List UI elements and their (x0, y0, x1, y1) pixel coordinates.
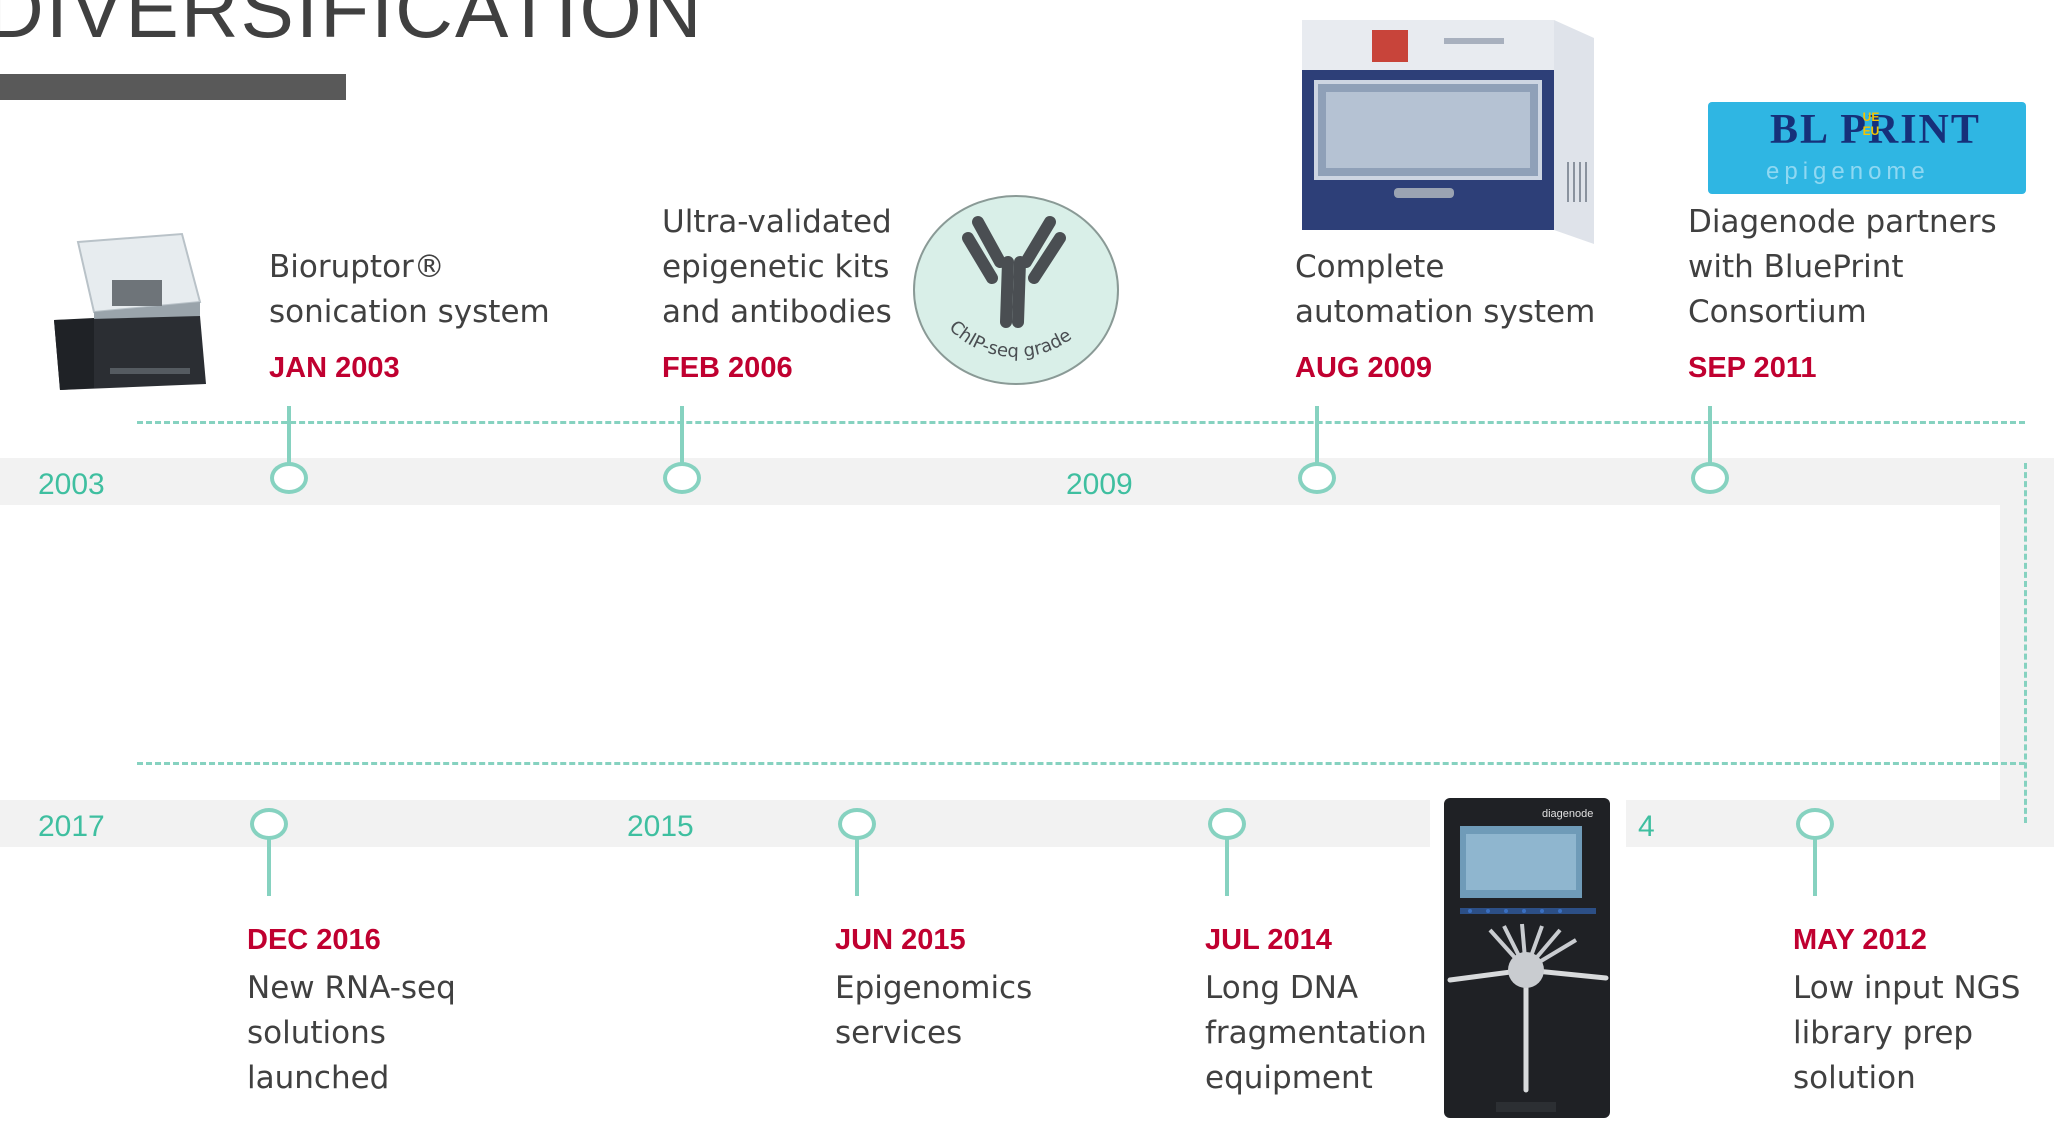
milestone-date: DEC 2016 (247, 924, 381, 956)
milestone-description: Epigenomics services (835, 970, 1033, 1051)
timeline-stem (1708, 406, 1712, 464)
timeline-node (838, 808, 876, 840)
blueprint-logo-subtext: epigenome (1766, 158, 1930, 185)
timeline-band-bottom (0, 800, 2054, 847)
milestone-date: MAY 2012 (1793, 924, 1927, 956)
milestone-description: Diagenode partners with BluePrint Consor… (1688, 204, 1997, 330)
milestone-description: Complete automation system (1295, 249, 1596, 330)
milestone-description: Low input NGS library prep solution (1793, 970, 2021, 1096)
year-label-2003: 2003 (38, 468, 105, 501)
timeline-stem (287, 406, 291, 464)
timeline-node (1691, 462, 1729, 494)
milestone-date: JUN 2015 (835, 924, 966, 956)
timeline-stem (1315, 406, 1319, 464)
blueprint-eu-mark: UE EU (1862, 110, 1880, 138)
bioruptor-device-image (50, 220, 210, 390)
timeline-stem (680, 406, 684, 464)
title-underline (0, 74, 346, 100)
fragmentation-device-image: diagenode (1430, 790, 1626, 1132)
timeline-stem (267, 836, 271, 896)
device-brand-label: diagenode (1542, 808, 1594, 820)
timeline-node (270, 462, 308, 494)
timeline-stem (1813, 836, 1817, 896)
page-title: DIVERSIFICATION (0, 0, 704, 54)
year-label-2009: 2009 (1066, 468, 1133, 501)
antibody-chipseq-badge: ChIP-seq grade (908, 192, 1124, 388)
timeline-stem (855, 836, 859, 896)
timeline-dashed-bottom (137, 762, 2025, 765)
milestone-description: New RNA-seq solutions launched (247, 970, 456, 1096)
milestone-date: JUL 2014 (1205, 924, 1332, 956)
timeline-stem (1225, 836, 1229, 896)
timeline-node (663, 462, 701, 494)
milestone-date: JAN 2003 (269, 352, 400, 384)
timeline-node (1298, 462, 1336, 494)
timeline-dashed-top (137, 421, 2025, 424)
milestone-description: Ultra-validated epigenetic kits and anti… (662, 204, 892, 330)
year-label-2015: 2015 (627, 810, 694, 843)
timeline-band-top (0, 458, 2054, 505)
blueprint-logo-text: BL PRINT (1770, 107, 1981, 153)
timeline-band-connector (2000, 458, 2054, 813)
milestone-date: AUG 2009 (1295, 352, 1433, 384)
blueprint-logo: BL PRINT UE EU epigenome (1708, 102, 2026, 194)
year-label-2017: 2017 (38, 810, 105, 843)
milestone-date: FEB 2006 (662, 352, 793, 384)
automation-system-image (1294, 12, 1596, 244)
year-label-partial: 4 (1638, 810, 1655, 843)
timeline-dashed-right (2024, 463, 2027, 823)
milestone-date: SEP 2011 (1688, 352, 1817, 384)
milestone-description: Long DNA fragmentation equipment (1205, 970, 1427, 1096)
milestone-description: Bioruptor® sonication system (269, 249, 550, 330)
